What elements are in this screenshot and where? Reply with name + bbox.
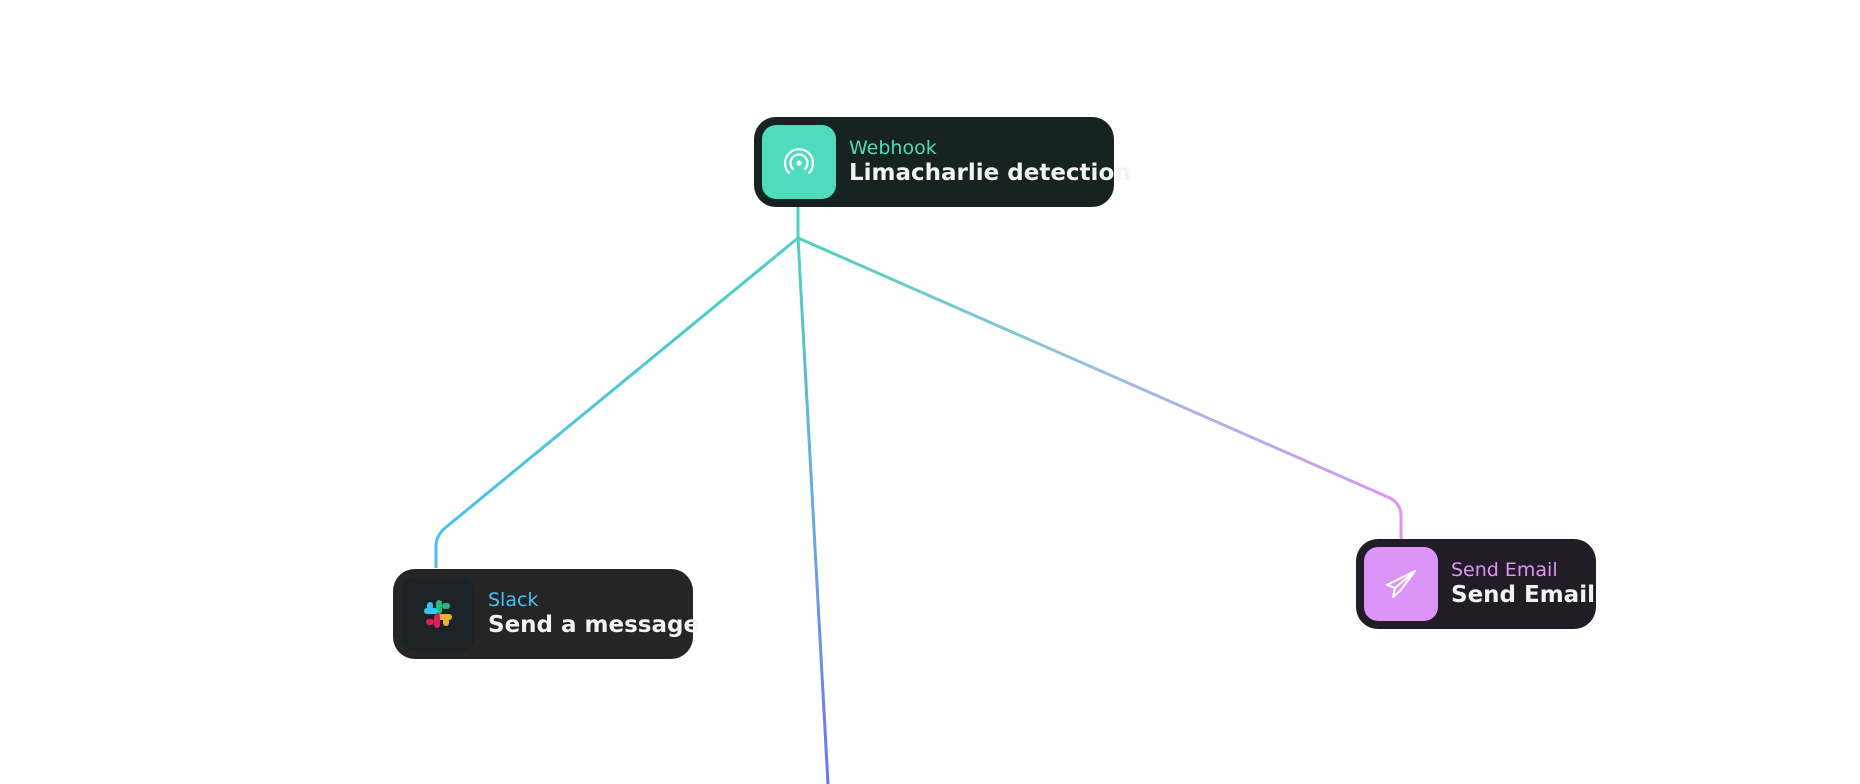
webhook-signal-icon — [762, 125, 836, 199]
node-type-label: Send Email — [1451, 559, 1558, 581]
edge-to-slack — [434, 236, 799, 568]
edge-to-offscreen — [796, 237, 830, 784]
edge-to-email — [797, 236, 1403, 539]
node-webhook[interactable]: Webhook Limacharlie detection — [754, 117, 1131, 207]
node-type-label: Webhook — [849, 137, 937, 159]
node-type-label: Slack — [488, 589, 539, 611]
node-title: Send Email — [1451, 582, 1595, 608]
node-title: Limacharlie detection — [849, 160, 1131, 186]
node-slack[interactable]: Slack Send a message — [393, 569, 699, 659]
paper-plane-icon — [1364, 547, 1438, 621]
node-title: Send a message — [488, 612, 700, 638]
node-send-email[interactable]: Send Email Send Email — [1356, 539, 1596, 629]
slack-logo-icon — [401, 577, 475, 651]
